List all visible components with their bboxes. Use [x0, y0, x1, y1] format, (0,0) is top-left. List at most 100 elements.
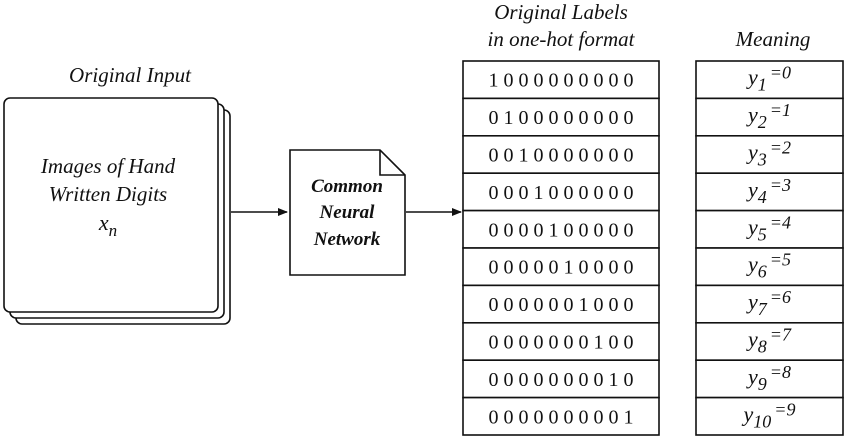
meaning-value: =7	[770, 325, 792, 345]
network-document-shape	[289, 149, 406, 276]
meaning-cell	[695, 60, 844, 100]
meaning-expression: y6=5	[746, 250, 791, 282]
one-hot-cell	[462, 135, 660, 175]
one-hot-row: 0 0 1 0 0 0 0 0 0 0	[462, 135, 660, 175]
meaning-row: y2=1	[695, 97, 844, 137]
one-hot-cell	[462, 321, 660, 361]
meaning-row: y7=6	[695, 284, 844, 324]
meaning-value: =3	[770, 175, 791, 195]
one-hot-vector: 0 0 0 1 0 0 0 0 0 0	[489, 182, 634, 204]
one-hot-vector: 0 1 0 0 0 0 0 0 0 0	[489, 107, 634, 129]
one-hot-label-table: 1 0 0 0 0 0 0 0 0 0 0 1 0 0 0 0 0 0 0 0 0 …	[462, 60, 660, 436]
meaning-variable: y	[746, 289, 758, 314]
one-hot-vector: 1 0 0 0 0 0 0 0 0 0	[489, 70, 634, 92]
input-text-line2: Written Digits	[49, 182, 167, 206]
one-hot-row: 1 0 0 0 0 0 0 0 0 0	[462, 60, 660, 100]
meaning-cell	[695, 172, 844, 212]
meaning-value: =0	[770, 63, 791, 83]
network-label-line1: Common	[311, 176, 383, 197]
meaning-subscript: 3	[757, 150, 767, 170]
meaning-subscript: 5	[758, 224, 767, 244]
meaning-cell	[695, 135, 844, 175]
one-hot-vector: 0 0 0 0 0 0 1 0 0 0	[489, 294, 634, 316]
meaning-subscript: 4	[758, 187, 767, 207]
meaning-table: y1=0y2=1y3=2y4=3y5=4y6=5y7=6y8=7y9=8y10=…	[695, 60, 844, 436]
one-hot-cell	[462, 209, 660, 249]
input-variable-symbol: x	[98, 210, 109, 235]
meaning-expression: y5=4	[746, 212, 791, 244]
meaning-variable: y	[746, 364, 758, 389]
input-variable: xn	[98, 210, 117, 240]
one-hot-vector: 0 0 0 0 0 1 0 0 0 0	[489, 257, 634, 279]
meaning-value: =5	[770, 250, 791, 270]
one-hot-row: 0 0 0 0 0 0 1 0 0 0	[462, 284, 660, 324]
one-hot-row: 0 0 0 0 0 0 0 0 1 0	[462, 359, 660, 399]
input-image-stack	[3, 97, 231, 325]
labels-heading-line1: Original Labels	[494, 0, 628, 24]
one-hot-vector: 0 0 1 0 0 0 0 0 0 0	[489, 145, 634, 167]
meaning-row: y5=4	[695, 209, 844, 249]
meaning-row: y6=5	[695, 247, 844, 287]
meaning-cell	[695, 396, 844, 436]
meaning-variable: y	[746, 140, 758, 165]
meaning-expression: y10=9	[742, 399, 796, 431]
one-hot-row: 0 0 0 0 1 0 0 0 0 0	[462, 209, 660, 249]
meaning-expression: y1=0	[746, 63, 791, 95]
meaning-row: y1=0	[695, 60, 844, 100]
meaning-subscript: 1	[758, 75, 767, 95]
meaning-heading: Meaning	[735, 27, 811, 51]
meaning-value: =9	[774, 399, 795, 419]
one-hot-row: 0 0 0 1 0 0 0 0 0 0	[462, 172, 660, 212]
meaning-value: =2	[770, 138, 791, 158]
meaning-variable: y	[746, 214, 758, 239]
meaning-expression: y2=1	[746, 100, 791, 132]
one-hot-row: 0 0 0 0 0 0 0 0 0 1	[462, 396, 660, 436]
meaning-row: y4=3	[695, 172, 844, 212]
one-hot-row: 0 0 0 0 0 0 0 1 0 0	[462, 321, 660, 361]
meaning-value: =1	[770, 100, 791, 120]
meaning-variable: y	[746, 102, 758, 127]
meaning-row: y3=2	[695, 135, 844, 175]
meaning-variable: y	[746, 327, 758, 352]
meaning-cell	[695, 97, 844, 137]
input-text-line1: Images of Hand	[40, 154, 176, 178]
meaning-variable: y	[746, 252, 758, 277]
meaning-value: =8	[770, 362, 791, 382]
meaning-variable: y	[746, 177, 758, 202]
one-hot-cell	[462, 97, 660, 137]
one-hot-vector: 0 0 0 0 0 0 0 1 0 0	[489, 332, 634, 354]
one-hot-cell	[462, 172, 660, 212]
input-heading: Original Input	[69, 63, 192, 87]
one-hot-vector: 0 0 0 0 1 0 0 0 0 0	[489, 219, 634, 241]
meaning-variable: y	[746, 65, 758, 90]
meaning-subscript: 7	[758, 299, 768, 319]
one-hot-cell	[462, 60, 660, 100]
meaning-subscript: 6	[758, 262, 767, 282]
meaning-expression: y7=6	[746, 287, 791, 319]
one-hot-row: 0 1 0 0 0 0 0 0 0 0	[462, 97, 660, 137]
meaning-row: y8=7	[695, 321, 844, 361]
one-hot-cell	[462, 359, 660, 399]
meaning-cell	[695, 321, 844, 361]
input-variable-subscript: n	[109, 221, 118, 240]
meaning-variable: y	[742, 401, 754, 426]
meaning-row: y10=9	[695, 396, 844, 436]
input-page-front	[3, 97, 219, 313]
meaning-subscript: 10	[753, 411, 771, 431]
meaning-subscript: 8	[758, 337, 767, 357]
meaning-subscript: 9	[758, 374, 767, 394]
network-label-line2: Neural	[319, 202, 376, 223]
one-hot-cell	[462, 284, 660, 324]
meaning-subscript: 2	[758, 112, 767, 132]
network-label-line3: Network	[313, 229, 381, 250]
meaning-row: y9=8	[695, 359, 844, 399]
one-hot-vector: 0 0 0 0 0 0 0 0 0 1	[489, 406, 634, 428]
meaning-expression: y9=8	[746, 362, 791, 394]
meaning-value: =4	[770, 212, 791, 232]
one-hot-cell	[462, 396, 660, 436]
meaning-value: =6	[770, 287, 791, 307]
one-hot-row: 0 0 0 0 0 1 0 0 0 0	[462, 247, 660, 287]
meaning-expression: y8=7	[746, 325, 792, 357]
meaning-expression: y3=2	[746, 138, 791, 170]
